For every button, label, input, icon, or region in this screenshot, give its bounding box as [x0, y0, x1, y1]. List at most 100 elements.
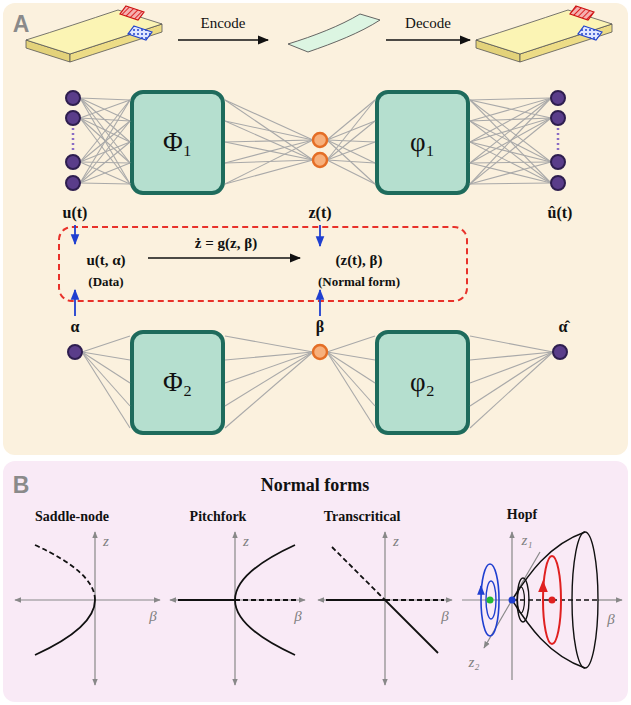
panel-letter: A	[13, 11, 30, 37]
link-arrow	[74, 290, 76, 316]
parameter-label: α̂	[559, 318, 568, 335]
panel-title: Normal forms	[261, 475, 369, 495]
axis-label-anchor: z₂	[468, 653, 479, 671]
hopf-plot	[487, 597, 494, 604]
axis-label-anchor: z	[393, 532, 399, 550]
normal-form-caption-anchor: (Normal form)	[318, 272, 400, 290]
arrow-label-anchor: Encode	[201, 14, 246, 32]
pitchfork-plot	[234, 532, 235, 685]
hopf-plot	[480, 586, 482, 592]
neuron-circle	[313, 133, 327, 147]
axis-label: z₁	[521, 532, 532, 548]
plot-title: Transcritical	[324, 509, 401, 524]
saddle-node-plot	[94, 532, 95, 685]
axis-label-anchor: β	[294, 607, 301, 625]
panel-letter-anchor: B	[13, 472, 30, 499]
neuron-circle	[68, 345, 82, 359]
hopf-plot	[598, 599, 622, 600]
axis-label: z	[243, 533, 249, 549]
neuron-circle	[66, 111, 80, 125]
network-name: Φ₁	[163, 127, 192, 158]
neuron-circle	[313, 153, 327, 167]
axis-label: β	[441, 608, 448, 624]
parameter-label-anchor: α̂	[559, 318, 568, 336]
normal-form-label-anchor: (z(t), β)	[335, 251, 382, 269]
encode-arrow	[178, 39, 268, 41]
hopf-plot	[542, 586, 544, 590]
decoder-box: φ₂	[375, 330, 470, 435]
neuron-circle	[313, 345, 327, 359]
plot-title: Hopf	[507, 507, 537, 522]
hopf-plot	[549, 597, 556, 604]
arrow-label: Encode	[201, 15, 246, 31]
equation-label: ż = g(z, β)	[195, 235, 257, 251]
signal-label: z(t)	[308, 204, 331, 221]
flow-arrow	[148, 257, 300, 259]
parameter-label-anchor: β	[316, 318, 324, 336]
axis-label: z	[393, 533, 399, 549]
network-name: φ₂	[410, 367, 435, 398]
encoder-box: Φ₁	[130, 90, 225, 195]
neuron-circle	[551, 176, 565, 190]
data-label: u(t, α)	[86, 252, 125, 268]
panel-band: A Φ₁ φ₁ u(t, α) (Data) ż = g(z, β) (z(t), β) (N…	[3, 3, 628, 455]
data-caption: (Data)	[88, 274, 123, 289]
link-arrow	[319, 290, 321, 316]
panel-band: B Normal forms	[3, 461, 628, 702]
axis-label: z₂	[468, 654, 479, 670]
neuron-circle	[66, 155, 80, 169]
flow-arrow	[148, 257, 300, 259]
signal-label-anchor: û(t)	[548, 204, 573, 222]
encoder-box: Φ₂	[130, 330, 225, 435]
link-arrow	[319, 225, 321, 246]
axis-label: z	[103, 533, 109, 549]
axis-label: β	[149, 608, 156, 624]
axis-label-anchor: z	[103, 532, 109, 550]
axis-label-anchor: z	[243, 532, 249, 550]
plot-title-anchor: Saddle-node	[35, 507, 109, 525]
axis-label-anchor: β	[607, 610, 614, 628]
transcritical-plot	[326, 599, 385, 601]
neuron-circle	[553, 345, 567, 359]
link-arrow	[74, 225, 76, 244]
signal-label: u(t)	[63, 204, 88, 221]
hopf-plot	[509, 597, 516, 604]
signal-label-anchor: z(t)	[308, 204, 331, 222]
decode-arrow	[386, 39, 470, 41]
axis-label: β	[607, 611, 614, 627]
parameter-label-anchor: α	[71, 318, 80, 336]
axis-label-anchor: z₁	[521, 531, 532, 549]
panel-title-anchor: Normal forms	[261, 475, 369, 496]
data-caption-anchor: (Data)	[88, 272, 123, 290]
plot-title-anchor: Pitchfork	[190, 507, 247, 525]
hopf-plot	[511, 532, 512, 680]
network-name: Φ₂	[163, 367, 192, 398]
normal-form-label: (z(t), β)	[335, 252, 382, 268]
neuron-circle	[66, 91, 80, 105]
signal-label-anchor: u(t)	[63, 204, 88, 222]
arrow-label-anchor: Decode	[405, 14, 451, 32]
data-label-anchor: u(t, α)	[86, 251, 125, 269]
plot-title: Saddle-node	[35, 509, 109, 524]
network-name: φ₁	[410, 127, 435, 158]
neuron-circle	[551, 91, 565, 105]
plot-title: Pitchfork	[190, 509, 247, 524]
dashed-region: u(t, α) (Data) ż = g(z, β) (z(t), β) (Normal…	[58, 226, 468, 302]
panel-letter: B	[13, 472, 30, 498]
axis-label-anchor: β	[149, 607, 156, 625]
neuron-circle	[551, 155, 565, 169]
arrow-label: Decode	[405, 15, 451, 31]
parameter-label: β	[316, 318, 324, 335]
parameter-label: α	[71, 318, 80, 335]
plot-title-anchor: Transcritical	[324, 507, 401, 525]
saddle-node-plot	[15, 599, 160, 600]
axis-label-anchor: β	[441, 607, 448, 625]
panel-letter-anchor: A	[13, 11, 30, 38]
equation-label-anchor: ż = g(z, β)	[195, 234, 257, 252]
transcritical-plot	[384, 532, 385, 685]
signal-label: û(t)	[548, 204, 573, 221]
decoder-box: φ₁	[375, 90, 470, 195]
normal-form-caption: (Normal form)	[318, 274, 400, 289]
